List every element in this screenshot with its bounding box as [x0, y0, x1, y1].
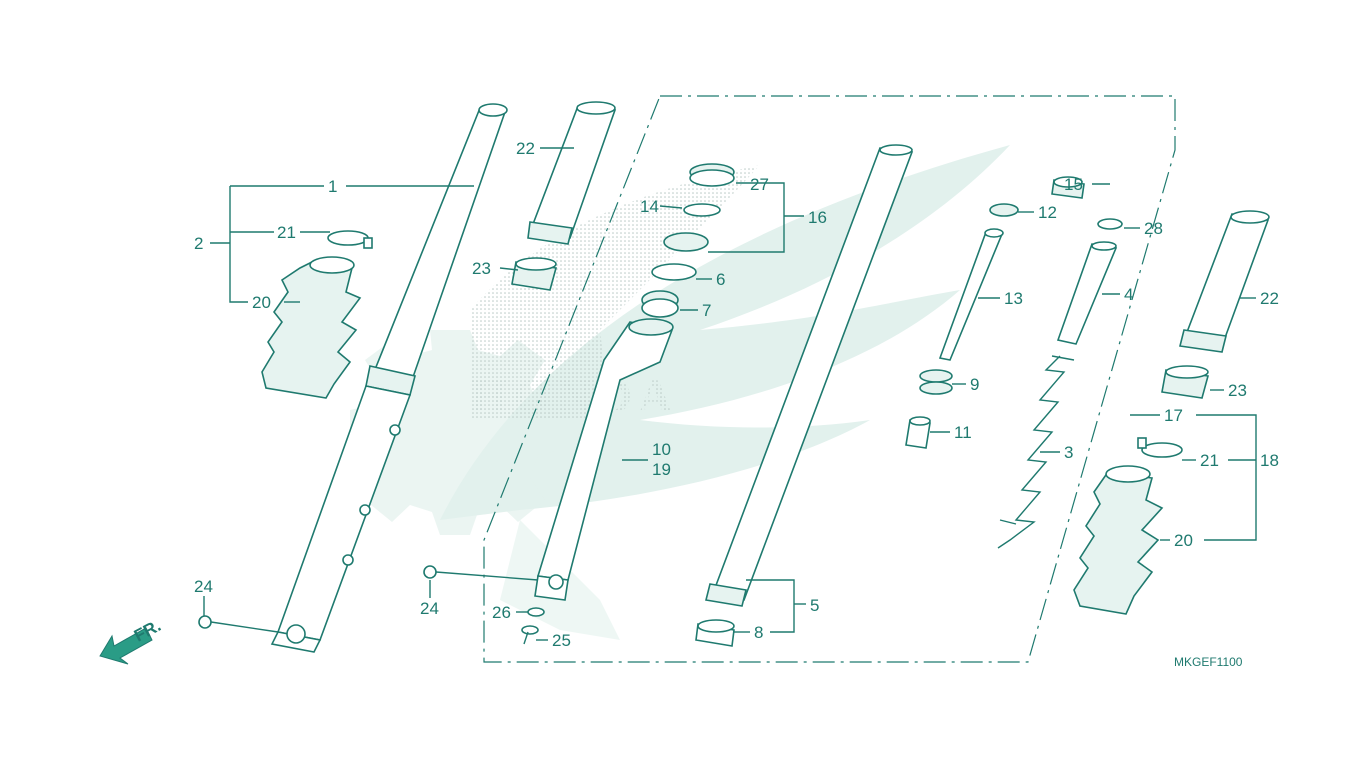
sealing-washer — [527, 607, 545, 617]
callout-12: 12 — [1038, 203, 1057, 222]
socket-bolt-left — [198, 615, 279, 633]
callout-20-left: 20 — [252, 293, 271, 312]
fork-boot-left — [261, 256, 362, 399]
fork-spring — [997, 355, 1075, 549]
callout-24-center: 24 — [420, 599, 439, 618]
fork-cover-right — [1179, 210, 1270, 353]
callout-2: 2 — [194, 234, 203, 253]
seal-stack — [641, 163, 735, 318]
callout-5: 5 — [810, 596, 819, 615]
callout-16: 16 — [808, 208, 827, 227]
callout-13: 13 — [1004, 289, 1023, 308]
callout-15: 15 — [1064, 175, 1083, 194]
callout-26: 26 — [492, 603, 511, 622]
callout-25: 25 — [552, 631, 571, 650]
callout-23-left: 23 — [472, 259, 491, 278]
inner-tube — [705, 144, 914, 607]
callout-17: 17 — [1164, 406, 1183, 425]
callout-27: 27 — [750, 175, 769, 194]
callout-7: 7 — [702, 301, 711, 320]
callout-21-right: 21 — [1200, 451, 1219, 470]
fork-cover-left — [527, 101, 617, 245]
spring-collar — [1056, 241, 1118, 345]
callout-9: 9 — [970, 375, 979, 394]
boot-clamp-left — [327, 230, 373, 249]
callout-19: 19 — [652, 460, 671, 479]
callout-labels: 1 2 21 20 22 23 27 14 16 6 7 10 19 24 24… — [194, 139, 1279, 650]
boot-clamp-right — [1137, 437, 1183, 458]
fork-guide-right — [1161, 365, 1210, 399]
damper-rod-group — [905, 203, 1019, 449]
fork-boot-right — [1073, 465, 1164, 615]
socket-bolt-center — [423, 565, 539, 581]
slide-bush — [695, 619, 735, 647]
fork-bolt — [1051, 176, 1085, 199]
callout-23-right: 23 — [1228, 381, 1247, 400]
drain-bolt — [521, 625, 539, 645]
callout-22-right: 22 — [1260, 289, 1279, 308]
callout-4: 4 — [1124, 285, 1133, 304]
fork-leg-assembly-left — [270, 103, 508, 653]
callout-8: 8 — [754, 623, 763, 642]
callout-11: 11 — [954, 423, 972, 442]
callout-6: 6 — [716, 270, 725, 289]
callout-20-right: 20 — [1174, 531, 1193, 550]
callout-21-left: 21 — [277, 223, 296, 242]
callout-14: 14 — [640, 197, 659, 216]
fork-guide-left — [511, 257, 558, 291]
front-direction-arrow-icon: FR. — [99, 616, 164, 665]
callout-3: 3 — [1064, 443, 1073, 462]
callout-24-left: 24 — [194, 577, 213, 596]
callout-18: 18 — [1260, 451, 1279, 470]
leader-lines — [203, 147, 1257, 641]
drawing-code: MKGEF1100 — [1174, 655, 1243, 669]
callout-22-left: 22 — [516, 139, 535, 158]
callout-28: 28 — [1144, 219, 1163, 238]
callout-10: 10 — [652, 440, 671, 459]
callout-1: 1 — [328, 177, 337, 196]
inner-tube-assembly-frame — [483, 95, 1176, 663]
outer-tube-center — [534, 318, 674, 601]
watermark-text: HONDA — [470, 370, 679, 423]
o-ring — [1097, 218, 1123, 230]
